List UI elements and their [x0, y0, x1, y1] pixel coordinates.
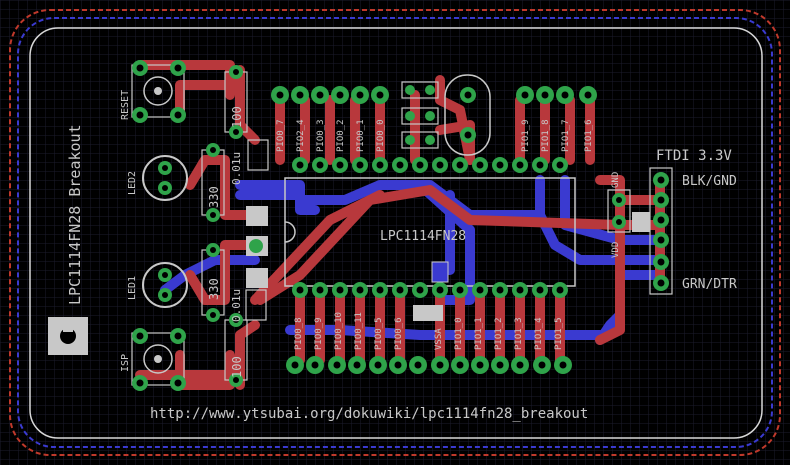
gnd-label: GND — [611, 172, 621, 188]
power-header — [607, 189, 650, 233]
bottom-header — [286, 356, 572, 374]
isp-label: ISP — [120, 354, 131, 372]
top-pin-label: PIO0_7 — [276, 119, 286, 152]
bottom-pin-label: PIO1_1 — [474, 317, 484, 350]
cap-bottom-label: 0.01u — [230, 289, 243, 322]
led2-label: LED2 — [127, 171, 138, 195]
bottom-pin-label: PIO1_5 — [554, 317, 564, 350]
vssa-cap — [413, 305, 443, 321]
bottom-pin-label: PIO0_5 — [374, 317, 384, 350]
ftdi-pin-top-label: BLK/GND — [682, 174, 737, 189]
ic-outline — [284, 177, 576, 287]
reset-label: RESET — [120, 90, 131, 120]
top-pin-label: PIO0_0 — [376, 119, 386, 152]
cap-top-label: 0.01u — [230, 152, 243, 185]
url-label: http://www.ytsubai.org/dokuwiki/lpc1114f… — [150, 406, 588, 422]
chip-label: LPC1114FN28 — [380, 229, 466, 244]
r-bottom-label: 100 — [230, 356, 244, 378]
via-pad — [431, 261, 449, 283]
ftdi-label: FTDI 3.3V — [656, 148, 732, 164]
isp-switch — [131, 328, 186, 391]
logo — [48, 317, 88, 355]
bottom-pin-label: VSSA — [434, 328, 444, 350]
outer-border-bottom — [17, 17, 773, 448]
ic-notch — [284, 221, 296, 243]
ic-pads-top — [292, 157, 568, 173]
bottom-pin-label: PIO1_2 — [494, 317, 504, 350]
top-pin-label: PIO0_1 — [356, 119, 366, 152]
crystal-caps — [401, 81, 439, 149]
left-passives — [201, 65, 269, 387]
top-pin-labels: PIO0_7 PIO2_4 PIO0_3 PIO0_2 PIO0_1 PIO0_0 PIO1… — [276, 119, 594, 152]
bottom-pin-labels: PIO0_8 PIO0_9 PIO0_10 PIO0_11 PIO0_5 PIO0_6 VS… — [294, 312, 564, 350]
crystal — [444, 74, 491, 156]
outer-border-top — [9, 9, 781, 456]
r-top-label: 100 — [230, 106, 244, 128]
ic-pads-bottom — [292, 282, 568, 298]
led1-label: LED1 — [127, 276, 138, 300]
top-copper-traces — [135, 60, 665, 390]
bottom-pin-label: PIO0_6 — [394, 317, 404, 350]
top-pin-label: PIO1_6 — [584, 119, 594, 152]
bottom-pin-label: PIO1_0 — [454, 317, 464, 350]
top-pin-label: PIO1_9 — [521, 119, 531, 152]
ftdi-pin-bottom-label: GRN/DTR — [682, 277, 737, 292]
top-header-left — [271, 86, 389, 104]
bottom-pin-label: PIO0_8 — [294, 317, 304, 350]
board-outline — [29, 27, 763, 439]
top-header-right — [516, 86, 597, 104]
r-led2-label: 330 — [207, 186, 221, 208]
led1 — [142, 262, 188, 308]
reset-switch — [131, 60, 186, 123]
bottom-pin-label: PIO0_9 — [314, 317, 324, 350]
bottom-pin-label: PIO1_3 — [514, 317, 524, 350]
top-pin-label: PIO2_4 — [296, 119, 306, 152]
top-pin-label: PIO1_7 — [561, 119, 571, 152]
board-title: LPC1114FN28 Breakout — [66, 124, 84, 305]
top-pin-label: PIO1_8 — [541, 119, 551, 152]
led2 — [142, 155, 188, 201]
bottom-pin-label: PIO1_4 — [534, 317, 544, 350]
r-led1-label: 330 — [207, 278, 221, 300]
top-pin-label: PIO0_2 — [336, 119, 346, 152]
bottom-pin-label: PIO0_10 — [334, 312, 344, 350]
top-pin-label: PIO0_3 — [316, 119, 326, 152]
ftdi-header — [649, 167, 673, 295]
bottom-pin-label: PIO0_11 — [354, 312, 364, 350]
vdd-label: VDD — [611, 242, 621, 258]
